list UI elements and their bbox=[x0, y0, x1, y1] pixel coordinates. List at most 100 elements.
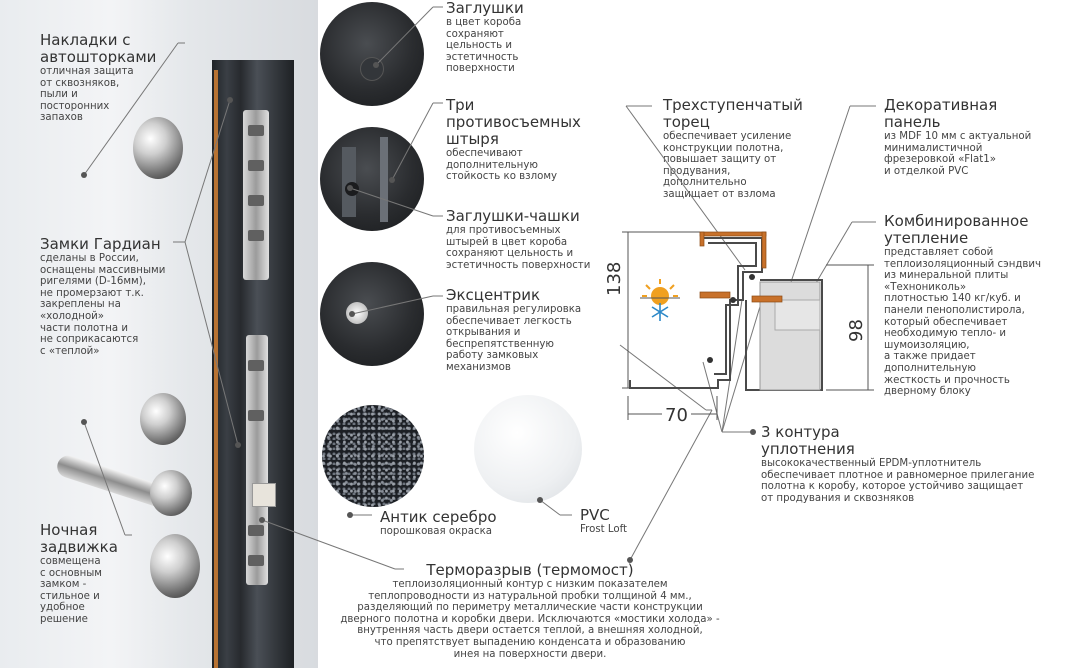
feature-desc: дополнительно bbox=[663, 177, 747, 189]
feature-desc: «Технониколь» bbox=[884, 281, 967, 293]
feature-desc: эстетичность bbox=[446, 51, 519, 63]
lock-cylinder-middle bbox=[140, 393, 186, 445]
feature-desc: правильная регулировка bbox=[446, 304, 582, 315]
pins-detail-photo bbox=[320, 127, 424, 231]
locks-feature: Замки Гардиан сделаны в России, оснащены… bbox=[40, 236, 165, 357]
feature-desc: удобное bbox=[40, 602, 85, 614]
lock-bolt bbox=[248, 555, 264, 566]
feature-title: Накладки с bbox=[40, 31, 131, 49]
callout-dot bbox=[349, 311, 355, 317]
seals-feature: 3 контура уплотнения высококачественный … bbox=[761, 424, 1034, 504]
cups-feature: Заглушки-чашки для противосъемных штырей… bbox=[446, 208, 590, 271]
feature-desc: для противосъемных bbox=[446, 225, 561, 236]
feature-desc: штырей в цвет короба bbox=[446, 236, 568, 248]
feature-desc: который обеспечивает bbox=[884, 316, 1008, 328]
feature-desc: а также придает bbox=[884, 351, 976, 363]
lock-bolt bbox=[248, 230, 264, 241]
dimension-depth-label: 98 bbox=[846, 319, 867, 342]
feature-desc: «холодной» bbox=[40, 310, 105, 322]
finish-title: Антик серебро bbox=[380, 508, 497, 526]
pvc-frost-loft-swatch bbox=[474, 395, 582, 503]
feature-desc: обеспечивает плотное и равномерное приле… bbox=[761, 469, 1035, 481]
thermal-feature: Терморазрыв (термомост) теплоизоляционны… bbox=[330, 562, 730, 660]
feature-title: Замки Гардиан bbox=[40, 235, 161, 253]
feature-title: Комбинированное bbox=[884, 212, 1029, 230]
feature-desc: представляет собой bbox=[884, 247, 994, 258]
feature-desc: цельность и bbox=[446, 40, 513, 52]
callout-dot bbox=[627, 557, 633, 563]
feature-desc: с основным bbox=[40, 567, 102, 579]
night-latch-feature: Ночная задвижка совмещена с основным зам… bbox=[40, 522, 118, 626]
feature-title: Заглушки-чашки bbox=[446, 207, 580, 225]
handle-rosette bbox=[150, 470, 192, 516]
feature-title: Три bbox=[446, 96, 475, 114]
feature-title: торец bbox=[663, 113, 710, 131]
copper-seal-strip bbox=[214, 70, 218, 668]
feature-desc: полотна к коробу, которое устойчиво защи… bbox=[761, 481, 1024, 493]
callout-dot bbox=[389, 177, 395, 183]
feature-desc: стойкость ко взлому bbox=[446, 171, 558, 183]
feature-desc: не промерзают т.к. bbox=[40, 287, 144, 299]
callout-dot bbox=[259, 517, 265, 523]
insulation-feature: Комбинированное утепление представляет с… bbox=[884, 213, 1041, 398]
feature-desc: закреплены на bbox=[40, 299, 121, 311]
callout-dot bbox=[373, 62, 379, 68]
eccentric-detail-photo bbox=[320, 262, 424, 366]
callout-dot bbox=[81, 419, 87, 425]
feature-desc: плотностью 140 кг/куб. и bbox=[884, 293, 1021, 305]
feature-title: Заглушки bbox=[446, 0, 524, 17]
feature-desc: обеспечивает усиление bbox=[663, 131, 792, 142]
feature-title: Ночная bbox=[40, 521, 98, 539]
antique-finish: Антик серебро порошковая окраска bbox=[380, 509, 497, 538]
lock-cylinder-lower bbox=[150, 534, 200, 598]
feature-desc: необходимую тепло- и bbox=[884, 328, 1007, 340]
feature-desc: дверному блоку bbox=[884, 386, 971, 398]
feature-desc: решение bbox=[40, 613, 88, 625]
feature-desc: дополнительную bbox=[446, 159, 538, 171]
feature-desc: пыли и bbox=[40, 89, 78, 101]
feature-desc: механизмов bbox=[446, 361, 511, 373]
feature-title: утепление bbox=[884, 229, 969, 247]
lock-bolt bbox=[248, 195, 264, 206]
feature-desc: повышает защиту от bbox=[663, 154, 777, 166]
feature-desc: отличная защита bbox=[40, 66, 134, 77]
callout-dot bbox=[81, 172, 87, 178]
pvc-finish: PVC Frost Loft bbox=[580, 507, 627, 536]
feature-title: Трехступенчатый bbox=[663, 96, 803, 114]
feature-desc: высококачественный EPDM-уплотнитель bbox=[761, 458, 982, 469]
feature-desc: теплоизоляционный контур с низким показа… bbox=[392, 579, 668, 590]
feature-desc: дополнительную bbox=[884, 362, 976, 374]
feature-desc: сохраняют bbox=[446, 28, 504, 40]
feature-desc: инея на поверхности двери. bbox=[453, 648, 607, 660]
feature-desc: дверного полотна и коробки двери. Исключ… bbox=[340, 613, 720, 625]
feature-desc: из минеральной плиты bbox=[884, 270, 1009, 282]
feature-desc: шумоизоляцию, bbox=[884, 339, 970, 351]
feature-desc: замком - bbox=[40, 579, 87, 591]
feature-title: Декоративная bbox=[884, 96, 998, 114]
pins-feature: Три противосъемных штыря обеспечивают до… bbox=[446, 97, 581, 183]
feature-desc: внутренняя часть двери остается теплой, … bbox=[357, 625, 703, 637]
feature-title: 3 контура bbox=[761, 423, 840, 441]
feature-desc: сделаны в России, bbox=[40, 253, 139, 264]
feature-desc: от сквозняков, bbox=[40, 77, 120, 89]
night-latch-knob bbox=[252, 483, 276, 507]
finish-desc: порошковая окраска bbox=[380, 526, 493, 537]
feature-desc: с «теплой» bbox=[40, 345, 100, 357]
feature-desc: теплопроводности из натуральной пробки т… bbox=[368, 590, 692, 602]
feature-title: панель bbox=[884, 113, 941, 131]
callout-dot bbox=[750, 429, 756, 435]
feature-desc: что препятствует выпадению конденсата и … bbox=[374, 636, 686, 648]
finish-title: PVC bbox=[580, 506, 610, 524]
feature-desc: работу замковых bbox=[446, 350, 539, 362]
lock-bolt bbox=[248, 360, 264, 371]
feature-desc: разделяющий по периметру металлические ч… bbox=[357, 602, 703, 614]
callout-dot bbox=[235, 442, 241, 448]
lock-bolt bbox=[248, 160, 264, 171]
feature-desc: фрезеровкой «Flat1» bbox=[884, 154, 996, 166]
feature-desc: оснащены массивными bbox=[40, 264, 166, 276]
dimension-height-label: 138 bbox=[604, 261, 625, 296]
callout-dot bbox=[347, 185, 353, 191]
caps-detail-photo bbox=[320, 2, 424, 106]
feature-desc: запахов bbox=[40, 112, 83, 124]
